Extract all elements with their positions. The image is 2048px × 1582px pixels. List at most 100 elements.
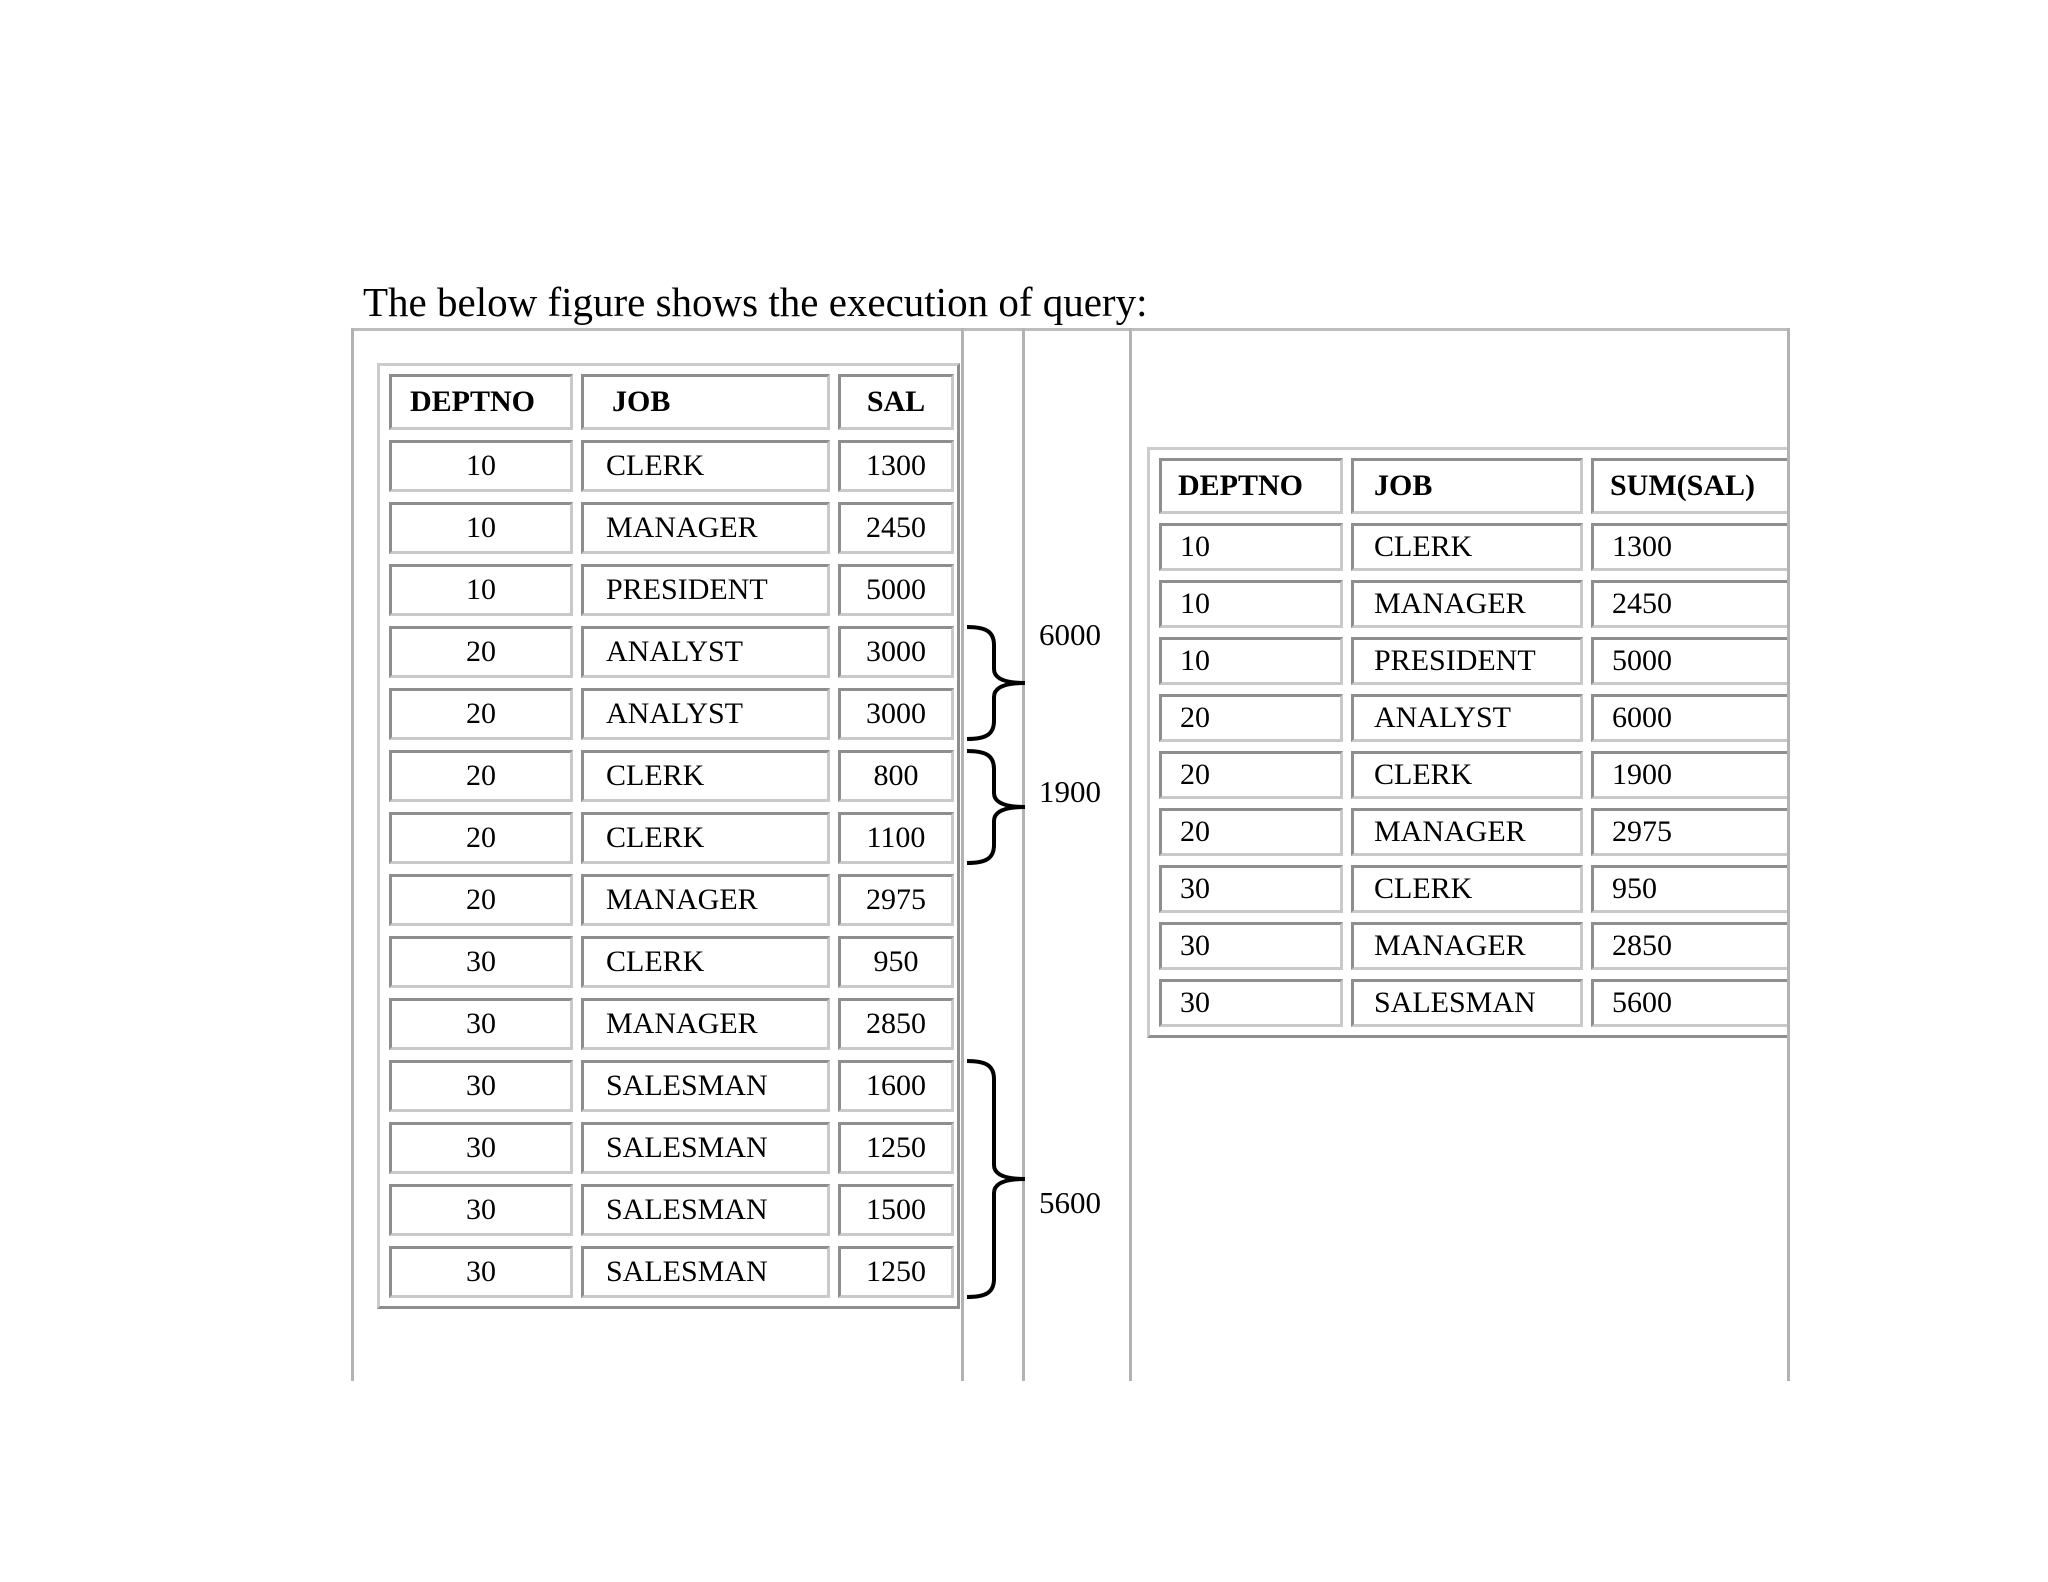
data-cell: 2850 (1591, 922, 1787, 970)
data-cell: 20 (389, 688, 573, 740)
header-cell: JOB (1351, 458, 1583, 514)
group-brace (966, 1059, 1026, 1299)
data-cell: 2975 (838, 874, 954, 926)
header-cell: SUM(SAL) (1591, 458, 1787, 514)
data-cell: MANAGER (581, 502, 830, 554)
panel-divider-1 (961, 328, 964, 1381)
data-cell: 30 (389, 936, 573, 988)
data-cell: MANAGER (1351, 580, 1583, 628)
data-cell: MANAGER (581, 998, 830, 1050)
data-cell: CLERK (581, 750, 830, 802)
group-sum-label: 1900 (1039, 774, 1101, 809)
data-cell: CLERK (1351, 523, 1583, 571)
data-cell: MANAGER (1351, 808, 1583, 856)
header-cell: SAL (838, 374, 954, 430)
figure-left-border (351, 328, 354, 1381)
group-sum-label: 6000 (1039, 617, 1101, 652)
data-cell: 800 (838, 750, 954, 802)
data-cell: 30 (389, 1060, 573, 1112)
group-sum-label: 5600 (1039, 1185, 1101, 1220)
data-cell: ANALYST (581, 688, 830, 740)
data-cell: SALESMAN (581, 1184, 830, 1236)
data-cell: CLERK (581, 936, 830, 988)
data-cell: CLERK (1351, 751, 1583, 799)
data-cell: 2850 (838, 998, 954, 1050)
data-cell: MANAGER (581, 874, 830, 926)
data-cell: 1100 (838, 812, 954, 864)
data-cell: 20 (1159, 751, 1343, 799)
data-cell: 3000 (838, 626, 954, 678)
data-cell: 950 (838, 936, 954, 988)
data-cell: SALESMAN (581, 1060, 830, 1112)
data-cell: 5000 (1591, 637, 1787, 685)
data-cell: 10 (1159, 523, 1343, 571)
data-cell: 6000 (1591, 694, 1787, 742)
header-cell: DEPTNO (389, 374, 573, 430)
data-cell: 10 (389, 564, 573, 616)
data-cell: 2975 (1591, 808, 1787, 856)
data-cell: 30 (389, 1184, 573, 1236)
data-cell: 5600 (1591, 979, 1787, 1027)
data-cell: 5000 (838, 564, 954, 616)
data-cell: 20 (389, 812, 573, 864)
data-cell: 1250 (838, 1246, 954, 1298)
data-cell: 1900 (1591, 751, 1787, 799)
data-cell: 20 (389, 874, 573, 926)
data-cell: ANALYST (581, 626, 830, 678)
header-cell: DEPTNO (1159, 458, 1343, 514)
data-cell: 30 (1159, 865, 1343, 913)
panel-divider-2 (1022, 328, 1025, 1381)
data-cell: 30 (1159, 979, 1343, 1027)
data-cell: 1500 (838, 1184, 954, 1236)
data-cell: PRESIDENT (1351, 637, 1583, 685)
data-cell: CLERK (1351, 865, 1583, 913)
data-cell: CLERK (581, 812, 830, 864)
data-cell: CLERK (581, 440, 830, 492)
data-cell: MANAGER (1351, 922, 1583, 970)
data-cell: 1600 (838, 1060, 954, 1112)
data-cell: 30 (1159, 922, 1343, 970)
data-cell: 10 (389, 502, 573, 554)
data-cell: 950 (1591, 865, 1787, 913)
data-cell: SALESMAN (1351, 979, 1583, 1027)
data-cell: 30 (389, 998, 573, 1050)
data-cell: 20 (1159, 808, 1343, 856)
group-brace (966, 625, 1026, 741)
data-cell: 20 (389, 750, 573, 802)
group-brace (966, 749, 1026, 865)
figure-top-border (351, 328, 1790, 331)
data-cell: SALESMAN (581, 1122, 830, 1174)
data-cell: 30 (389, 1246, 573, 1298)
data-cell: 10 (1159, 580, 1343, 628)
data-cell: 1300 (1591, 523, 1787, 571)
data-cell: 1250 (838, 1122, 954, 1174)
data-cell: SALESMAN (581, 1246, 830, 1298)
